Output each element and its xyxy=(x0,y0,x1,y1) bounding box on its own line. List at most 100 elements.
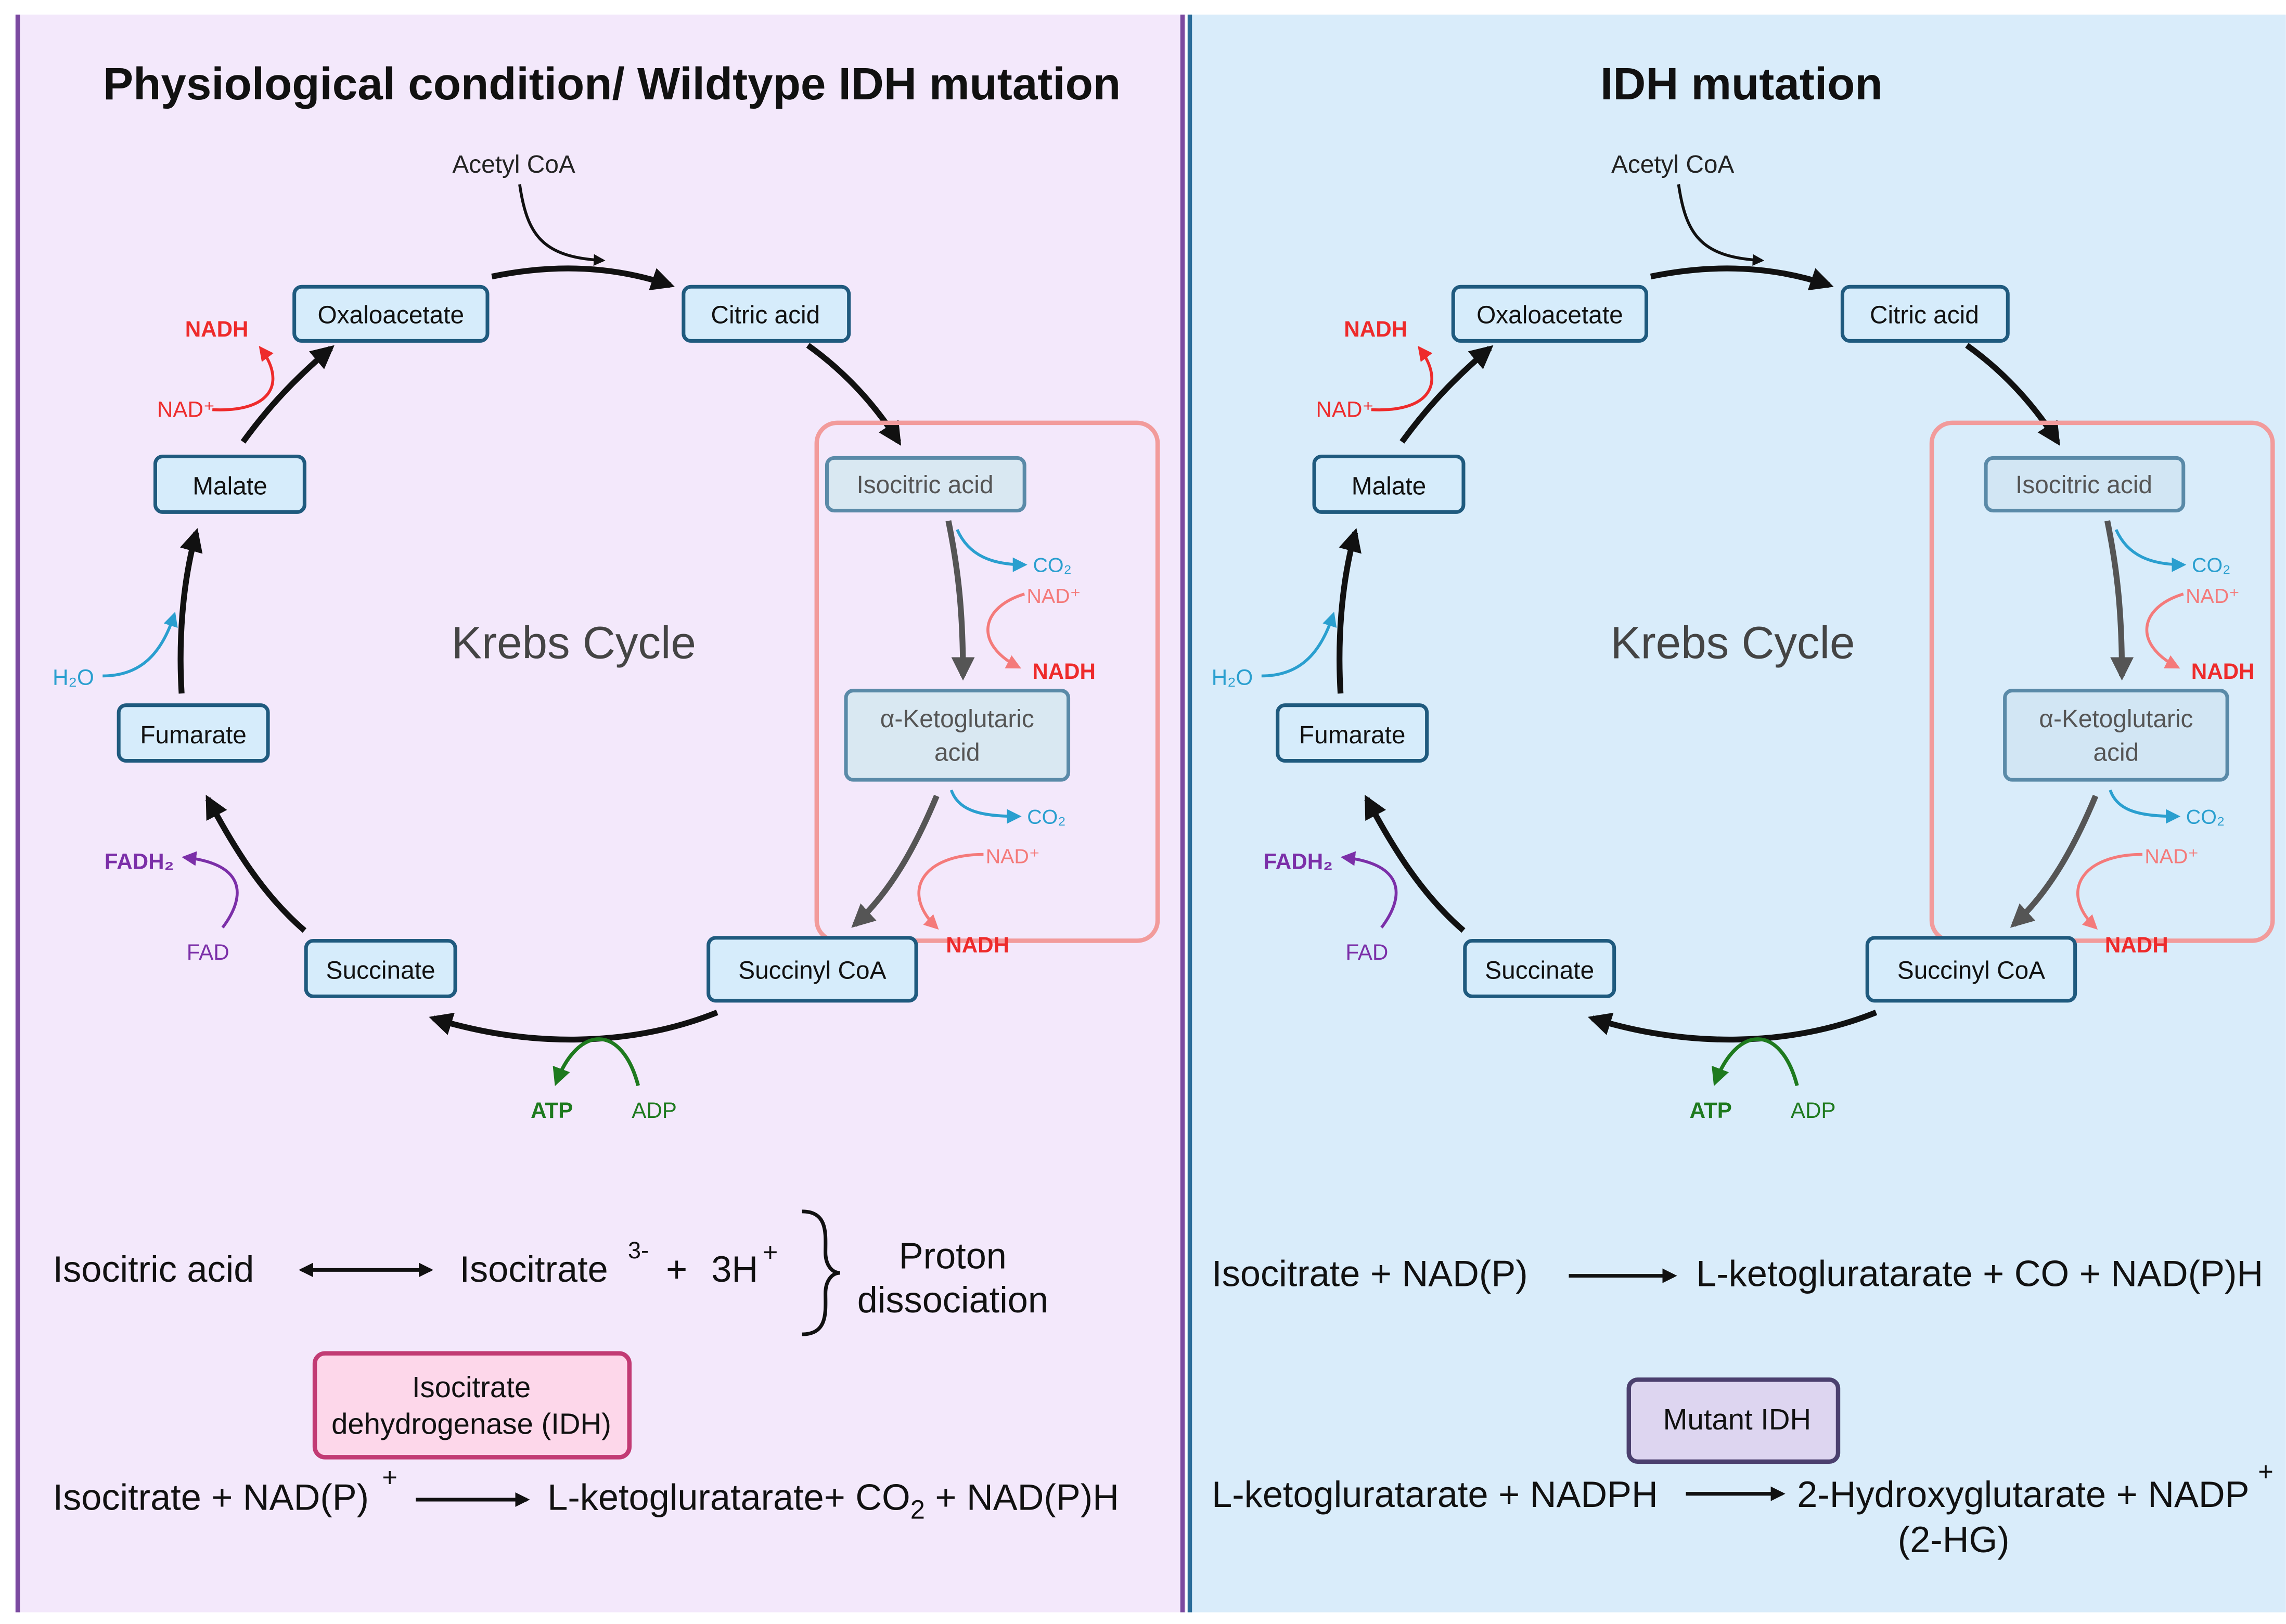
right-panel-background xyxy=(1188,15,2286,1613)
h2o-arrow xyxy=(102,611,178,678)
node-fumarate xyxy=(117,703,270,763)
cycle-arrow-succinate-fumarate xyxy=(205,794,307,933)
adp-label: ADP xyxy=(632,1098,677,1123)
nad-to-nadh-arrow-malate-right xyxy=(1371,345,1433,411)
node-isocitric-acid xyxy=(825,456,1026,513)
node-ketoglutaric-acid-label-line2-right: acid xyxy=(2094,739,2139,767)
idh-enzyme-label-line1: Isocitrate xyxy=(412,1371,531,1403)
mutant-eq1-left: Isocitrate + NAD(P) xyxy=(1212,1253,1527,1294)
idh-step-highlight-right xyxy=(1929,420,2275,943)
cycle-arrow-malate-oxaloacetate-right xyxy=(1399,345,1494,444)
eq2-left-sup: + xyxy=(382,1463,397,1492)
nad-to-nadh-arrow-second xyxy=(917,853,984,930)
node-fumarate-label: Fumarate xyxy=(140,721,247,749)
mutant-eq2-right-sup: + xyxy=(2258,1457,2274,1486)
mutant-eq2-right: 2-Hydroxyglutarate + NADP xyxy=(1797,1474,2249,1515)
nad-label-first-right: NAD⁺ xyxy=(2186,585,2240,608)
eq2-left: Isocitrate + NAD(P) xyxy=(53,1477,369,1518)
nadh-label-first-right: NADH xyxy=(2191,659,2255,684)
atp-label: ATP xyxy=(531,1098,573,1123)
adp-to-atp-arrow-right xyxy=(1712,1037,1799,1086)
nadh-label-second: NADH xyxy=(946,933,1009,957)
co2-arrow-first-right xyxy=(2114,529,2187,572)
nad-label-second: NAD⁺ xyxy=(986,845,1040,868)
eq2-right-sub: 2 xyxy=(910,1494,925,1524)
node-malate xyxy=(153,455,306,514)
co2-label-first: CO₂ xyxy=(1033,554,1071,577)
node-succinate-right xyxy=(1463,938,1616,998)
cycle-arrow-isocitric-ketoglutaric-right xyxy=(2104,520,2134,681)
h2o-arrow-right xyxy=(1261,611,1337,678)
node-isocitric-acid-label-right: Isocitric acid xyxy=(2015,471,2152,499)
nadh-label-second-right: NADH xyxy=(2105,933,2168,957)
mutant-eq2-left: L-ketogluratarate + NADPH xyxy=(1212,1474,1658,1515)
node-succinate xyxy=(304,938,457,998)
nadh-label-malate-right: NADH xyxy=(1344,317,1407,341)
nad-to-nadh-arrow-first-right xyxy=(2145,592,2184,669)
fad-to-fadh2-arrow xyxy=(182,851,239,929)
co2-arrow-first xyxy=(956,529,1028,572)
eq1-note-line1: Proton xyxy=(899,1235,1007,1277)
node-citric-acid-label: Citric acid xyxy=(711,302,820,329)
node-succinyl-coa-label: Succinyl CoA xyxy=(738,957,886,985)
nadh-label-first: NADH xyxy=(1032,659,1096,684)
mutant-idh-label: Mutant IDH xyxy=(1663,1403,1811,1436)
node-succinyl-coa-right xyxy=(1865,936,2077,1003)
eq2-right: L-ketogluratarate+ CO2 + NAD(P)H xyxy=(547,1477,1119,1525)
nad-to-nadh-arrow-second-right xyxy=(2076,853,2143,930)
node-ketoglutaric-acid-label-line1: α-Ketoglutaric xyxy=(880,705,1034,733)
co2-arrow-second xyxy=(949,789,1022,824)
cycle-arrow-succinyl-succinate xyxy=(429,1010,718,1043)
eq1-isocitrate-charge: 3- xyxy=(628,1237,649,1264)
node-ketoglutaric-acid-right xyxy=(2003,689,2229,782)
node-malate-right xyxy=(1312,455,1466,514)
node-isocitric-acid-label: Isocitric acid xyxy=(856,471,993,499)
node-citric-acid xyxy=(682,285,851,343)
co2-arrow-second-right xyxy=(2109,789,2181,824)
eq1-brace xyxy=(802,1209,841,1336)
fad-label-right: FAD xyxy=(1345,940,1388,964)
acetyl-coa-arrow-right xyxy=(1677,184,1765,266)
nad-label-malate: NAD⁺ xyxy=(157,397,215,422)
eq1-plus: + xyxy=(666,1248,687,1290)
fadh2-label: FADH₂ xyxy=(105,849,174,874)
nad-to-nadh-arrow-malate xyxy=(212,345,275,411)
h2o-label: H₂O xyxy=(53,665,94,689)
adp-label-right: ADP xyxy=(1791,1098,1836,1123)
krebs-cycle-label-right: Krebs Cycle xyxy=(1610,618,1855,668)
cycle-arrow-oxaloacetate-citric xyxy=(491,265,675,291)
cycle-arrow-malate-oxaloacetate xyxy=(240,345,335,444)
cycle-arrow-citric-isocitric-right xyxy=(1965,343,2060,446)
acetyl-coa-label-right: Acetyl CoA xyxy=(1611,151,1735,178)
cycle-arrow-oxaloacetate-citric-right xyxy=(1650,265,1834,291)
nad-label-malate-right: NAD⁺ xyxy=(1316,397,1373,422)
eq2-right-a: L-ketogluratarate+ CO xyxy=(547,1477,910,1518)
right-panel-title: IDH mutation xyxy=(1600,59,1882,109)
node-ketoglutaric-acid-label-line2: acid xyxy=(934,739,980,767)
cycle-arrow-fumarate-malate xyxy=(177,528,203,694)
left-panel: Physiological condition/ Wildtype IDH mu… xyxy=(15,15,1186,1613)
node-malate-label: Malate xyxy=(192,473,267,500)
co2-label-first-right: CO₂ xyxy=(2192,554,2230,577)
left-panel-title: Physiological condition/ Wildtype IDH mu… xyxy=(103,59,1121,109)
node-fumarate-label-right: Fumarate xyxy=(1299,721,1406,749)
node-malate-label-right: Malate xyxy=(1352,473,1426,500)
acetyl-coa-arrow xyxy=(518,184,606,266)
node-succinyl-coa-label-right: Succinyl CoA xyxy=(1897,957,2045,985)
eq1-isocitric-acid: Isocitric acid xyxy=(53,1248,254,1290)
right-panel: IDH mutation Acetyl CoA Oxaloacetate Cit… xyxy=(1187,15,2286,1613)
node-succinate-label-right: Succinate xyxy=(1485,957,1594,985)
atp-label-right: ATP xyxy=(1690,1098,1732,1123)
nad-label-second-right: NAD⁺ xyxy=(2144,845,2199,868)
node-oxaloacetate xyxy=(292,285,490,343)
node-fumarate-right xyxy=(1276,703,1429,763)
cycle-arrow-ketoglutaric-succinyl-right xyxy=(2010,794,2099,928)
co2-label-second-right: CO₂ xyxy=(2186,806,2225,829)
eq1-isocitrate: Isocitrate xyxy=(460,1248,608,1290)
node-citric-acid-right xyxy=(1840,285,2010,343)
cycle-arrow-fumarate-malate-right xyxy=(1337,528,1362,694)
node-ketoglutaric-acid-label-line1-right: α-Ketoglutaric xyxy=(2039,705,2193,733)
node-succinyl-coa xyxy=(707,936,918,1003)
eq1-proton-charge: + xyxy=(763,1237,778,1267)
